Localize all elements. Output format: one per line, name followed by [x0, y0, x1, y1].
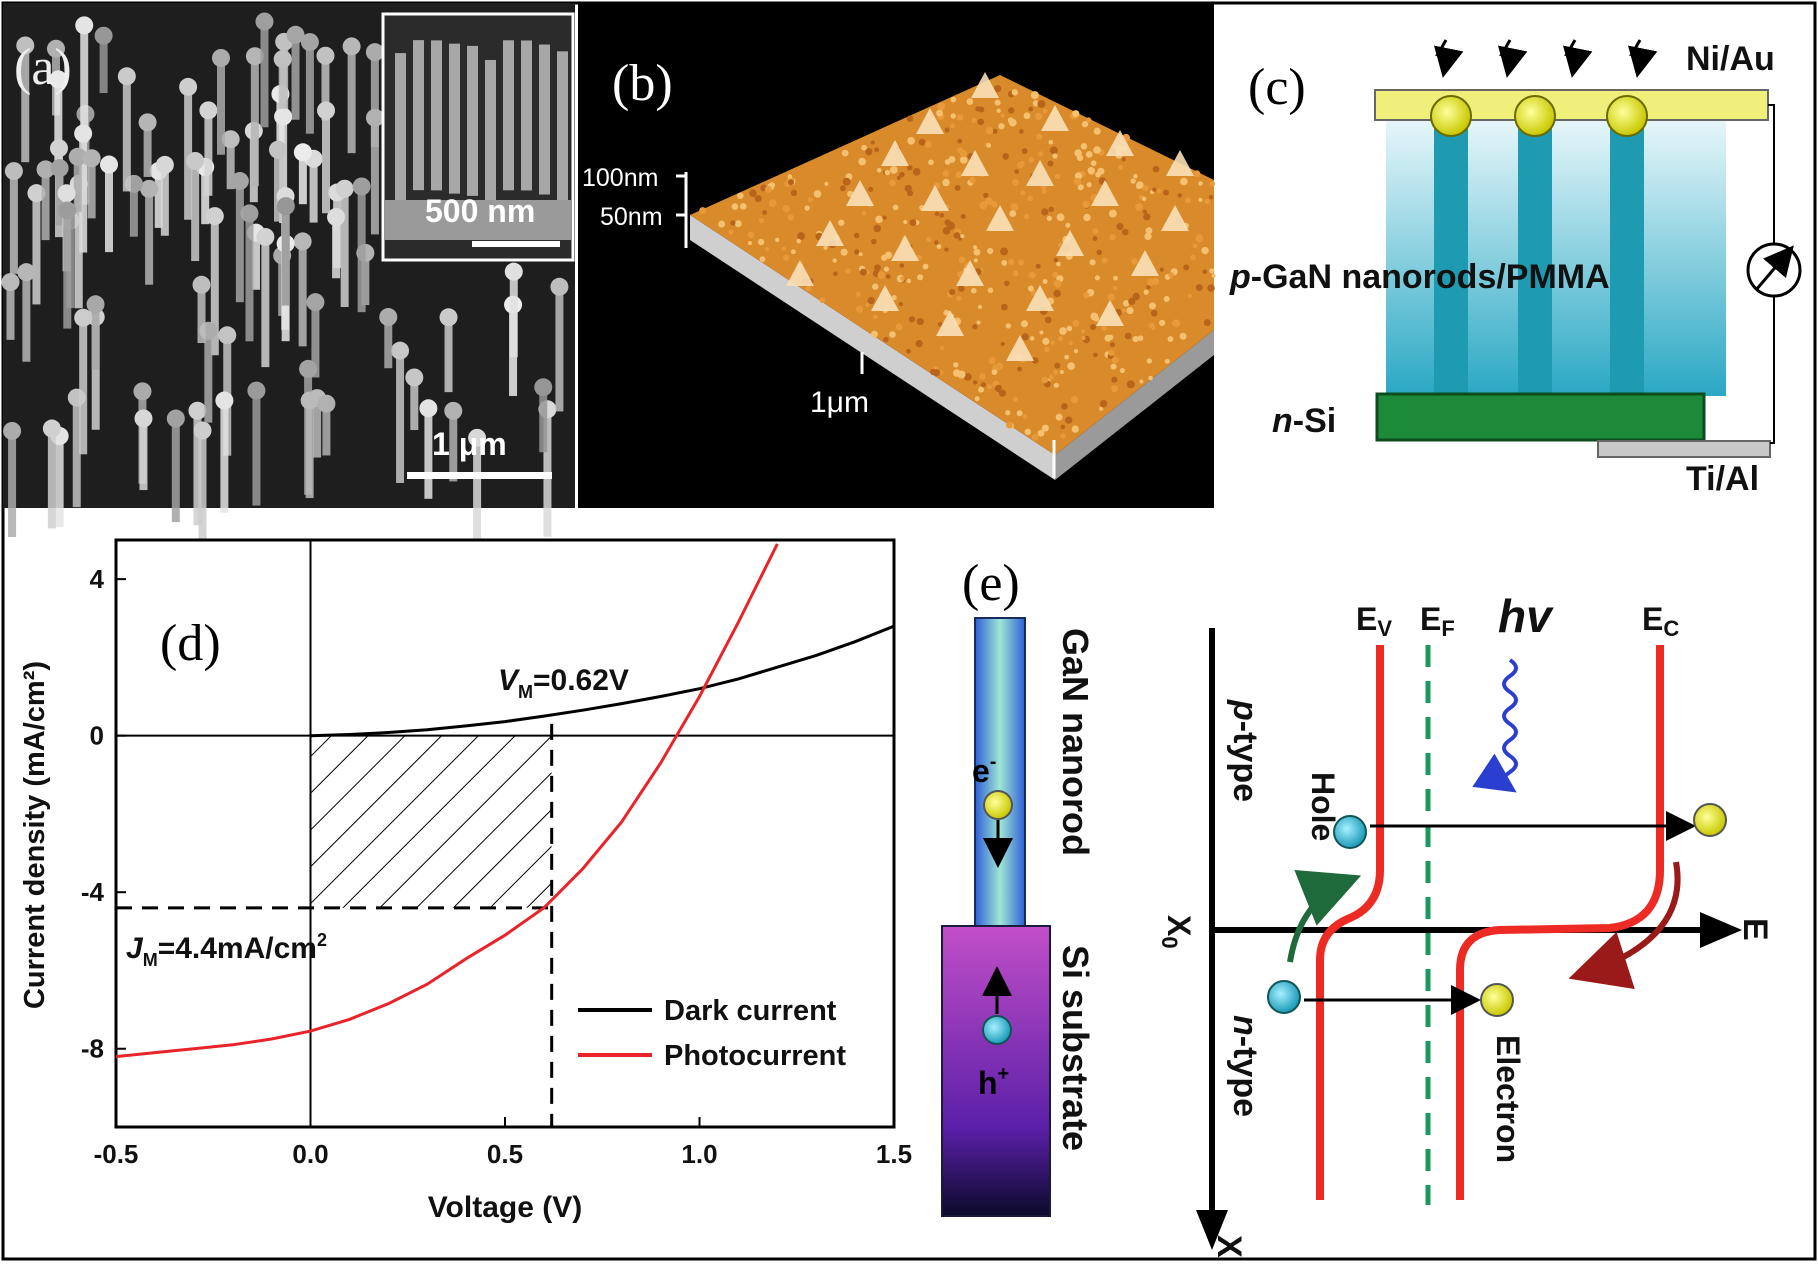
catalyst-1	[1430, 95, 1472, 137]
max-power-rectangle	[116, 723, 554, 1127]
ti-al-contact	[1597, 440, 1771, 458]
electron-ball	[983, 790, 1013, 820]
legend-label: Photocurrent	[664, 1040, 846, 1072]
max-power-hatch	[310, 735, 552, 908]
si-substrate-label: Si substrate	[1055, 945, 1096, 1151]
catalyst-2	[1514, 95, 1556, 137]
inset-nanorods	[385, 40, 571, 240]
nanorod-3	[1610, 110, 1644, 400]
electron-text-label: Electron	[1490, 1035, 1526, 1163]
n-type-label: n-type	[1226, 1015, 1264, 1117]
y-tick-label: 0	[90, 721, 104, 751]
catalyst-3	[1606, 95, 1648, 137]
nanorod-2	[1518, 110, 1552, 400]
x-axis-title: Voltage (V)	[428, 1191, 582, 1224]
chart-series	[116, 543, 894, 1059]
position-axis-label: X	[1210, 1235, 1248, 1258]
electron-drift-arrow	[1568, 861, 1681, 990]
panel-c-label: (c)	[1248, 59, 1306, 116]
ec-label: EC	[1642, 601, 1679, 641]
afm-z-tick-50: 50nm	[600, 203, 663, 231]
panel-c: Ni/Au p-GaN nanorods/PMMA n-Si Ti/Al (c)	[1229, 39, 1802, 498]
jm-annotation: JM=4.4mA/cm2	[126, 930, 327, 970]
inset-scale-bar	[472, 241, 560, 247]
x-tick-label: -0.5	[94, 1139, 139, 1169]
chart-ticks: -0.5 0.0 0.5 1.0 1.5 4 0 -4 -8	[81, 564, 912, 1169]
x-tick-label: 0.5	[487, 1139, 523, 1169]
inset-scale-label: 500 nm	[425, 193, 535, 229]
afm-side-right	[1055, 330, 1214, 480]
ef-label: EF	[1420, 601, 1455, 641]
hole-drift-arrow	[1287, 870, 1362, 963]
n-si-substrate	[1375, 392, 1706, 442]
afm-z-tick-100: 100nm	[582, 164, 658, 192]
hole-symbol: h+	[978, 1063, 1009, 1101]
y-axis-title: Current density (mA/cm²)	[19, 661, 51, 1009]
nanorod-field	[1, 12, 569, 565]
panel-a-label: (a)	[14, 39, 72, 96]
n-si-label: n-Si	[1272, 402, 1336, 440]
afm-peaks	[786, 72, 1194, 361]
x0-label: X0	[1157, 915, 1197, 949]
main-scale-label: 1 μm	[432, 426, 507, 462]
y-tick-label: -4	[81, 877, 105, 907]
panel-e: e- h+ GaN nanorod Si substrate (e) EV EF…	[941, 555, 1774, 1258]
nanorod-1	[1434, 110, 1468, 400]
electron-symbol: e-	[972, 751, 996, 789]
y-tick-label: 4	[90, 564, 105, 594]
light-arrows	[1433, 39, 1658, 78]
afm-side-front	[690, 215, 1055, 480]
p-type-label: p-type	[1226, 699, 1264, 802]
panel-b: 100nm 50nm 1μm (b)	[578, 3, 1216, 508]
panel-e-label: (e)	[962, 555, 1020, 612]
electron-carrier-top	[1693, 803, 1727, 837]
nanorods-pmma-label: p-GaN nanorods/PMMA	[1229, 258, 1610, 296]
ni-au-label: Ni/Au	[1686, 40, 1775, 78]
hole-carrier-bottom	[1267, 980, 1301, 1014]
energy-axis-label: E	[1736, 918, 1774, 941]
main-scale-bar	[407, 472, 552, 479]
series-line-photocurrent	[116, 543, 779, 1059]
series-line-dark-current	[310, 624, 894, 738]
afm-xy-scale: 1μm	[810, 386, 869, 419]
panel-a: (a) 500 nm 1 μm	[1, 3, 575, 565]
panel-d-label: (d)	[160, 615, 221, 672]
photon-arrow	[1472, 658, 1518, 793]
gan-nanorod-label: GaN nanorod	[1055, 628, 1096, 856]
panel-b-label: (b)	[612, 55, 673, 112]
photon-label: hv	[1498, 590, 1554, 642]
x-tick-label: 0.0	[292, 1139, 328, 1169]
hole-carrier	[1333, 815, 1367, 849]
ti-al-label: Ti/Al	[1686, 460, 1759, 498]
hole-text-label: Hole	[1305, 772, 1341, 841]
x-tick-label: 1.5	[876, 1139, 912, 1169]
afm-surface	[690, 75, 1214, 455]
vm-annotation: VM=0.62V	[498, 664, 629, 702]
y-tick-label: -8	[81, 1034, 104, 1064]
hole-ball	[982, 1015, 1012, 1045]
valence-band	[1316, 645, 1384, 1200]
legend-label: Dark current	[664, 995, 837, 1027]
conduction-band	[1456, 645, 1664, 1200]
electron-carrier-bottom	[1480, 983, 1514, 1017]
x-tick-label: 1.0	[681, 1139, 717, 1169]
panel-d: -0.5 0.0 0.5 1.0 1.5 4 0 -4 -8 Voltage (V) Curre…	[19, 538, 912, 1224]
ev-label: EV	[1356, 601, 1392, 641]
